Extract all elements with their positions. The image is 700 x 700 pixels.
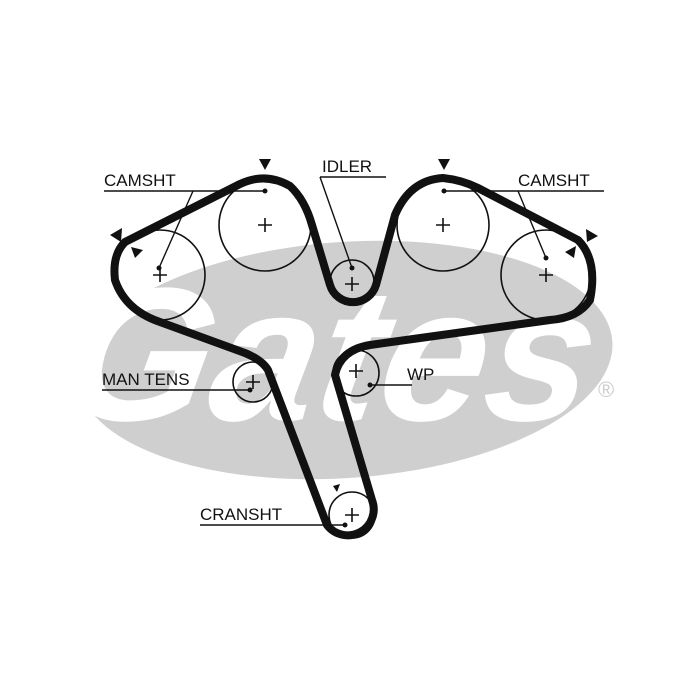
label-camshaft-right: CAMSHT bbox=[518, 171, 590, 190]
label-water-pump: WP bbox=[407, 365, 434, 384]
timing-belt bbox=[110, 174, 597, 540]
leader-lines bbox=[102, 176, 604, 526]
registered-mark: ® bbox=[598, 377, 614, 402]
timing-marks bbox=[110, 159, 598, 492]
label-camshaft-left: CAMSHT bbox=[104, 171, 176, 190]
label-manual-tensioner: MAN TENS bbox=[102, 370, 190, 389]
gates-logo-watermark: Gates ® bbox=[49, 240, 614, 480]
label-idler: IDLER bbox=[322, 157, 372, 176]
crosshair-marks bbox=[153, 218, 553, 522]
label-crankshaft: CRANSHT bbox=[200, 505, 282, 524]
